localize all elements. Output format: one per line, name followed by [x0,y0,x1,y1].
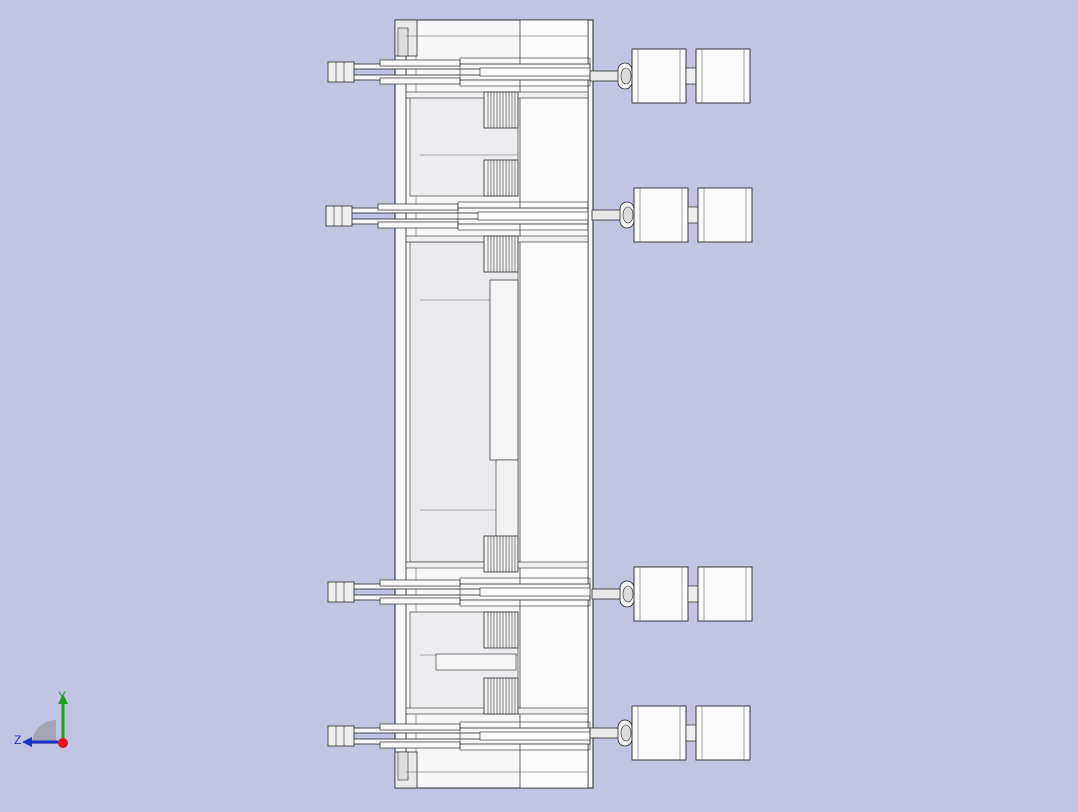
x-axis-dot-icon [58,738,68,748]
frame[interactable] [394,19,594,789]
motor-assembly-1[interactable] [589,48,751,104]
y-axis-head-icon [58,694,68,704]
z-axis-head-icon [22,737,32,747]
z-axis-label: Z [14,733,21,747]
y-axis-label: Y [58,689,66,703]
motor-assembly-3[interactable] [591,566,753,622]
motor-assembly-4[interactable] [589,705,751,761]
orientation-triad[interactable]: Y Z [10,686,82,758]
motor-assembly-2[interactable] [591,187,753,243]
triad-plane-icon [32,720,56,744]
